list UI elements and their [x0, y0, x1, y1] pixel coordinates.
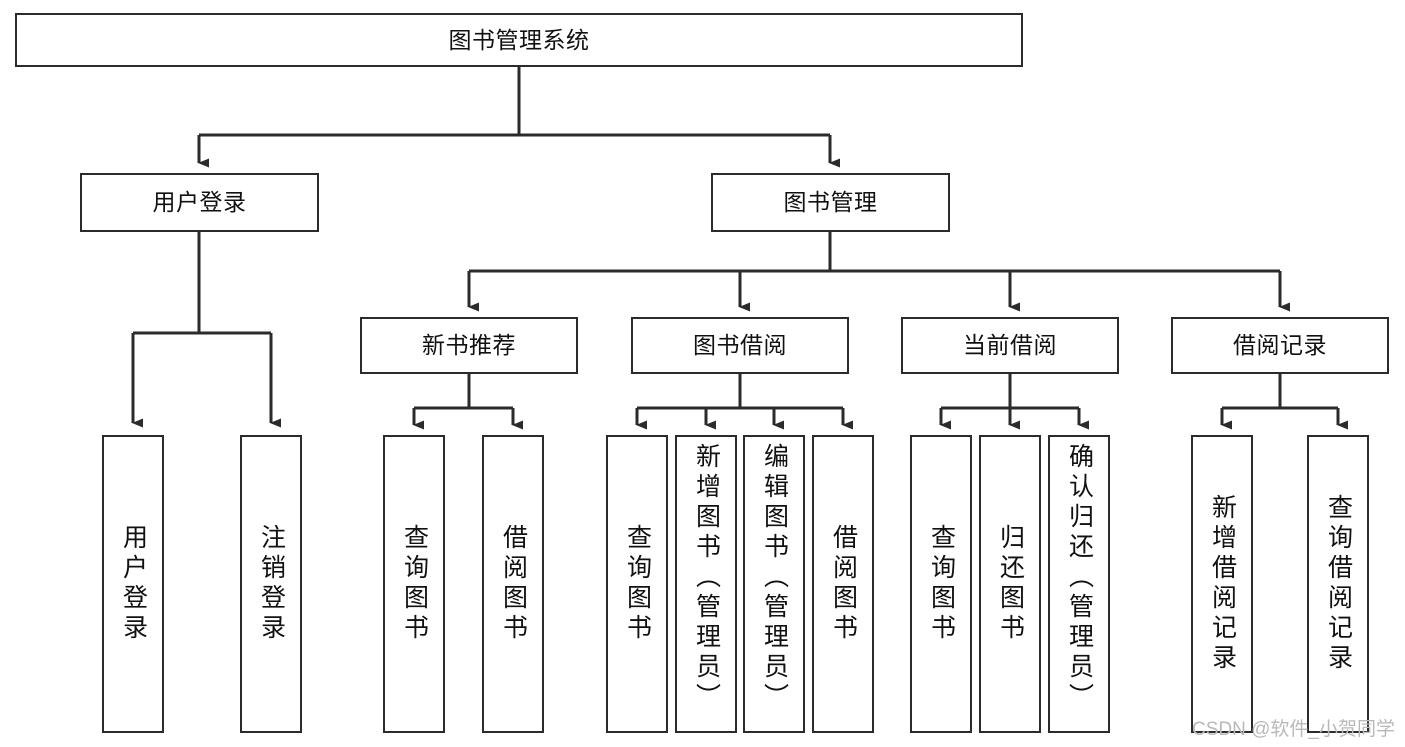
- node-label: 当前借阅: [963, 332, 1057, 359]
- node-label: 归还图书: [996, 524, 1025, 644]
- leaf-add-borrow-record[interactable]: 新增借阅记录: [1191, 435, 1253, 733]
- node-label: 注销登录: [257, 524, 286, 644]
- node-label: 图书管理系统: [448, 26, 590, 53]
- leaf-query-book-current[interactable]: 查询图书: [910, 435, 972, 733]
- node-label: 图书借阅: [693, 332, 787, 359]
- leaf-confirm-return-admin[interactable]: 确认归还（管理员）: [1048, 435, 1110, 733]
- leaf-query-book-recommend[interactable]: 查询图书: [383, 435, 445, 733]
- leaf-add-book-admin[interactable]: 新增图书（管理员）: [675, 435, 737, 733]
- node-label: 用户登录: [152, 189, 247, 216]
- leaf-return-book[interactable]: 归还图书: [979, 435, 1041, 733]
- node-label: 查询图书: [400, 524, 429, 644]
- node-label: 新书推荐: [422, 332, 516, 359]
- node-borrow-record[interactable]: 借阅记录: [1171, 317, 1389, 374]
- node-book-borrow[interactable]: 图书借阅: [631, 317, 849, 374]
- node-current-borrow[interactable]: 当前借阅: [901, 317, 1119, 374]
- node-label: 新增图书（管理员）: [692, 443, 721, 713]
- leaf-logout-login[interactable]: 注销登录: [240, 435, 302, 733]
- leaf-query-borrow-record[interactable]: 查询借阅记录: [1307, 435, 1369, 733]
- node-new-book-recommend[interactable]: 新书推荐: [360, 317, 578, 374]
- node-label: 查询图书: [927, 524, 956, 644]
- node-label: 确认归还（管理员）: [1065, 443, 1094, 713]
- leaf-borrow-book-recommend[interactable]: 借阅图书: [482, 435, 544, 733]
- leaf-borrow-book-borrow[interactable]: 借阅图书: [812, 435, 874, 733]
- leaf-user-login[interactable]: 用户登录: [102, 435, 164, 733]
- watermark-text: CSDN @软件_小贺同学: [1192, 719, 1395, 740]
- node-label: 图书管理: [783, 189, 878, 216]
- node-book-manage[interactable]: 图书管理: [711, 173, 950, 232]
- node-label: 借阅记录: [1233, 332, 1327, 359]
- node-root-book-management-system[interactable]: 图书管理系统: [15, 13, 1023, 67]
- leaf-edit-book-admin[interactable]: 编辑图书（管理员）: [743, 435, 805, 733]
- leaf-query-book-borrow[interactable]: 查询图书: [606, 435, 668, 733]
- node-label: 用户登录: [119, 524, 148, 644]
- node-label: 查询图书: [623, 524, 652, 644]
- node-label: 借阅图书: [829, 524, 858, 644]
- node-label: 新增借阅记录: [1208, 494, 1237, 674]
- node-label: 查询借阅记录: [1324, 494, 1353, 674]
- node-label: 编辑图书（管理员）: [760, 443, 789, 713]
- node-user-login[interactable]: 用户登录: [80, 173, 319, 232]
- node-label: 借阅图书: [499, 524, 528, 644]
